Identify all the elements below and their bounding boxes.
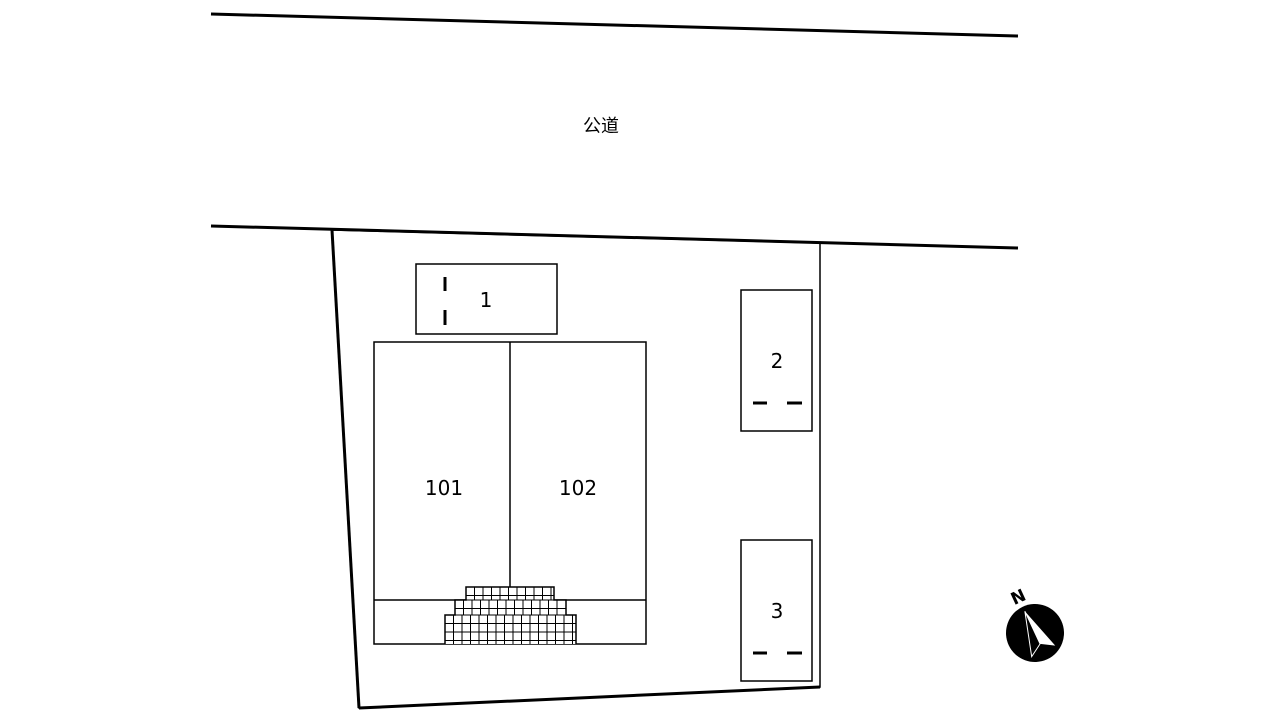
entrance-steps — [444, 586, 577, 644]
parking-space-2 — [740, 289, 813, 432]
parking-space-1 — [415, 263, 558, 335]
road-edge-north — [210, 12, 1019, 38]
parking-space-3 — [740, 539, 813, 682]
property-boundary-west — [330, 229, 361, 709]
parking-space-1-label: 1 — [480, 288, 493, 312]
unit-102-label: 102 — [559, 476, 597, 500]
parking-space-3-label: 3 — [771, 599, 784, 623]
unit-101-label: 101 — [425, 476, 463, 500]
parking-space-2-label: 2 — [771, 349, 784, 373]
road-label: 公道 — [583, 116, 619, 137]
compass: N — [1006, 586, 1064, 662]
property-boundary-south — [358, 685, 821, 710]
compass-arrow-half — [1024, 611, 1041, 658]
